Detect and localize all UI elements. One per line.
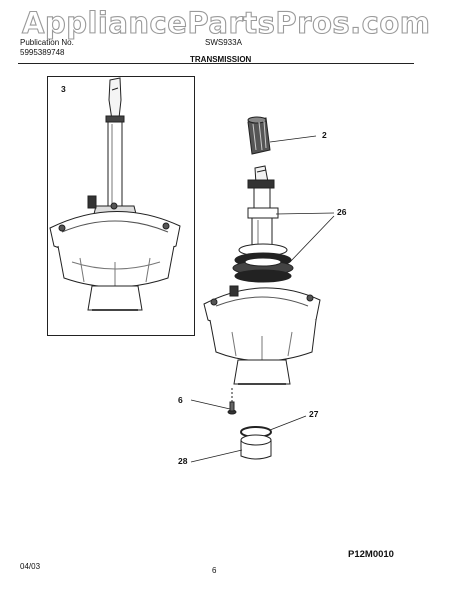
publication-label: Publication No. [20,38,74,47]
section-title: TRANSMISSION [190,55,252,64]
main-transmission-assembly [203,165,321,385]
callout-26: 26 [337,207,347,217]
publication-block: Publication No. 5995389748 [20,38,74,58]
footer-page-number: 6 [212,566,217,575]
leader-lines [190,135,335,463]
inset-box [47,76,195,336]
callout-28: 28 [178,456,188,466]
callout-6: 6 [178,395,183,405]
model-number: SWS933A [205,38,242,47]
cup-part-28 [240,434,272,460]
callout-2: 2 [322,130,327,140]
watermark: AppliancePartsPros.com [21,5,431,40]
callout-3: 3 [61,84,66,94]
inset-transmission-assembly [49,77,181,311]
publication-number: 5995389748 [20,48,65,57]
screw-part-6 [227,388,237,415]
diagram-code: P12M0010 [348,549,394,560]
header-rule [18,63,414,64]
callout-27: 27 [309,409,319,419]
cap-part-2 [247,116,271,155]
footer-date: 04/03 [20,562,41,571]
